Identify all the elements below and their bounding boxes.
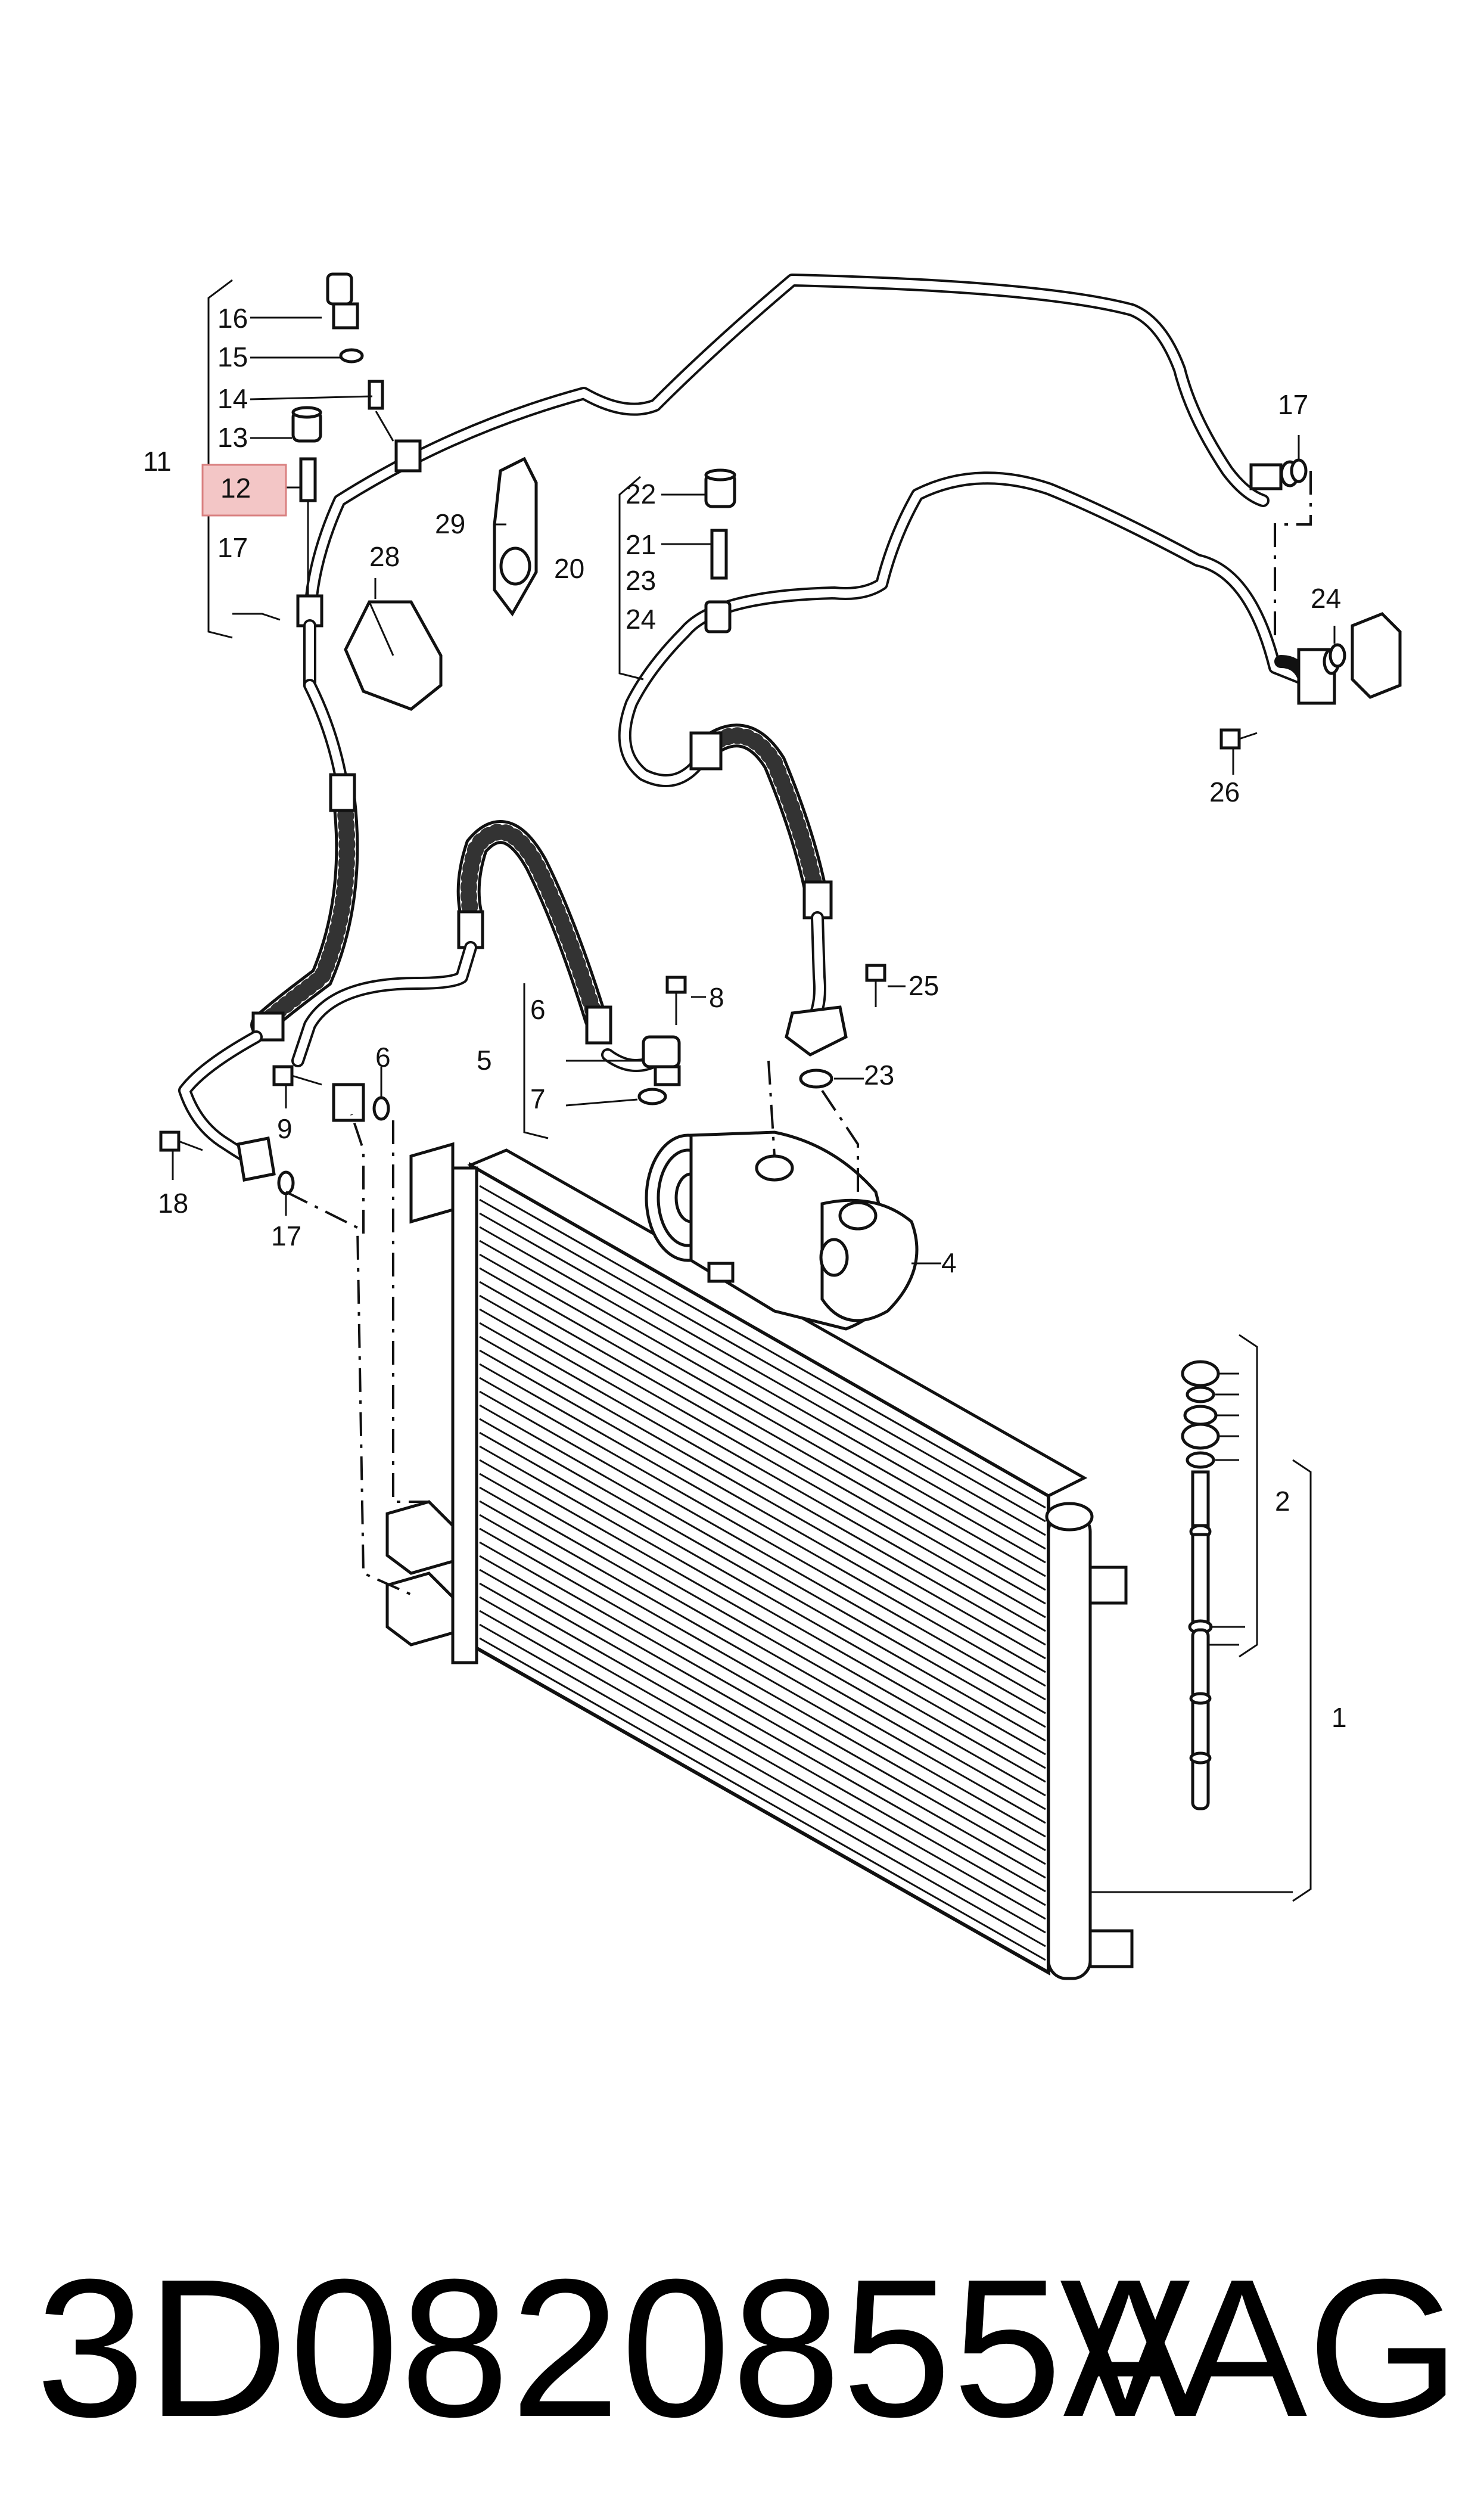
condenser-fin (479, 1514, 1046, 1838)
condenser-fin (479, 1253, 1046, 1577)
condenser-fin (479, 1226, 1046, 1550)
condenser-fin (479, 1308, 1046, 1632)
label-25: 25 (909, 970, 939, 1001)
condenser-fin (479, 1459, 1046, 1783)
label-9: 9 (277, 1113, 293, 1144)
footer: 3D0820855A VAG (0, 2217, 1484, 2479)
condenser-fin (479, 1212, 1046, 1536)
condenser-fin (479, 1623, 1046, 1948)
seal-24 (704, 600, 732, 633)
label-23-upper: 23 (626, 565, 656, 596)
bolt-25 (865, 964, 886, 1007)
cap-22 (704, 468, 736, 508)
pressure-sensor-16 (326, 272, 359, 330)
condenser-fin (479, 1267, 1046, 1591)
label-17-right: 17 (1278, 389, 1308, 420)
condenser-fin (479, 1418, 1046, 1742)
label-21: 21 (626, 529, 656, 560)
line-assembly-11 (178, 274, 1270, 1182)
valve-core-14 (368, 380, 394, 442)
bracket-29 (493, 456, 538, 617)
condenser-fins (479, 1185, 1046, 1961)
label-18: 18 (158, 1188, 188, 1219)
condenser-fin (479, 1335, 1046, 1660)
o-ring-7 (637, 1088, 667, 1105)
valve-12 (299, 457, 317, 596)
label-5: 5 (477, 1045, 492, 1076)
condenser-fin (479, 1541, 1046, 1865)
cap-13 (291, 406, 322, 443)
brand-name: VAG (1059, 2238, 1460, 2458)
o-ring-17-upper (1290, 458, 1308, 483)
condenser-fin (479, 1431, 1046, 1756)
label-17-bottom: 17 (271, 1220, 301, 1251)
label-6-lower: 6 (375, 1042, 391, 1073)
condenser-fin (479, 1500, 1046, 1824)
o-ring-24-right (1329, 643, 1346, 668)
condenser-fin (479, 1568, 1046, 1893)
o-ring-23 (799, 1069, 833, 1089)
label-24-right: 24 (1311, 583, 1341, 614)
label-20: 20 (554, 553, 584, 584)
bolt-26 (1219, 728, 1258, 750)
label-22: 22 (626, 479, 656, 510)
label-13: 13 (217, 422, 248, 453)
condenser-fin (479, 1390, 1046, 1714)
bolt-8 (665, 976, 687, 1025)
label-11: 11 (143, 446, 172, 477)
bolt-9 (272, 1065, 322, 1086)
o-ring-15 (339, 348, 364, 364)
condenser-fin (479, 1198, 1046, 1523)
valve-21 (710, 529, 728, 580)
label-4: 4 (941, 1247, 957, 1278)
dryer-insert (1181, 1360, 1245, 1810)
label-6-upper: 6 (530, 994, 546, 1025)
condenser-fin (479, 1555, 1046, 1879)
condenser-fin (479, 1473, 1046, 1797)
parts-diagram: 1 2 4 5 6 6 7 8 9 11 12 13 14 15 16 17 1… (143, 272, 1402, 1980)
label-15: 15 (217, 341, 248, 372)
label-24-left: 24 (626, 604, 656, 635)
compressor (645, 1130, 919, 1331)
label-17-left: 17 (217, 532, 248, 563)
part-number: 3D0820855A (36, 2238, 1196, 2458)
condenser-fin (479, 1596, 1046, 1920)
condenser-fin (479, 1445, 1046, 1769)
condenser-fin (479, 1294, 1046, 1619)
bolt-18 (159, 1130, 203, 1152)
label-26: 26 (1209, 776, 1240, 807)
condenser-fin (479, 1185, 1046, 1509)
label-14: 14 (217, 383, 248, 414)
label-2: 2 (1275, 1486, 1290, 1517)
label-12: 12 (220, 473, 251, 504)
label-29: 29 (435, 508, 465, 539)
condenser-fin (479, 1377, 1046, 1701)
o-ring-6 (372, 1096, 390, 1121)
label-28: 28 (369, 541, 400, 572)
condenser-fin (479, 1281, 1046, 1605)
highlight-box-12 (201, 464, 287, 517)
condenser-fin (479, 1363, 1046, 1687)
condenser-fin (479, 1486, 1046, 1810)
label-1: 1 (1331, 1702, 1347, 1733)
label-16: 16 (217, 303, 248, 334)
label-7: 7 (530, 1083, 546, 1114)
o-ring-17-lower (277, 1170, 295, 1195)
hose-assembly-20 (618, 471, 1311, 1057)
condenser-fin (479, 1404, 1046, 1728)
bracket-28 (344, 600, 443, 711)
label-8: 8 (709, 982, 724, 1013)
condenser-fin (479, 1637, 1046, 1961)
label-23-lower: 23 (864, 1060, 894, 1091)
hose-assembly-5 (291, 820, 681, 1086)
condenser-fin (479, 1610, 1046, 1934)
condenser-fin (479, 1527, 1046, 1852)
condenser-fin (479, 1240, 1046, 1564)
condenser-fin (479, 1322, 1046, 1646)
condenser-fin (479, 1349, 1046, 1673)
condenser-fin (479, 1582, 1046, 1906)
condenser (385, 1142, 1134, 1980)
expansion-valve (1249, 460, 1402, 705)
